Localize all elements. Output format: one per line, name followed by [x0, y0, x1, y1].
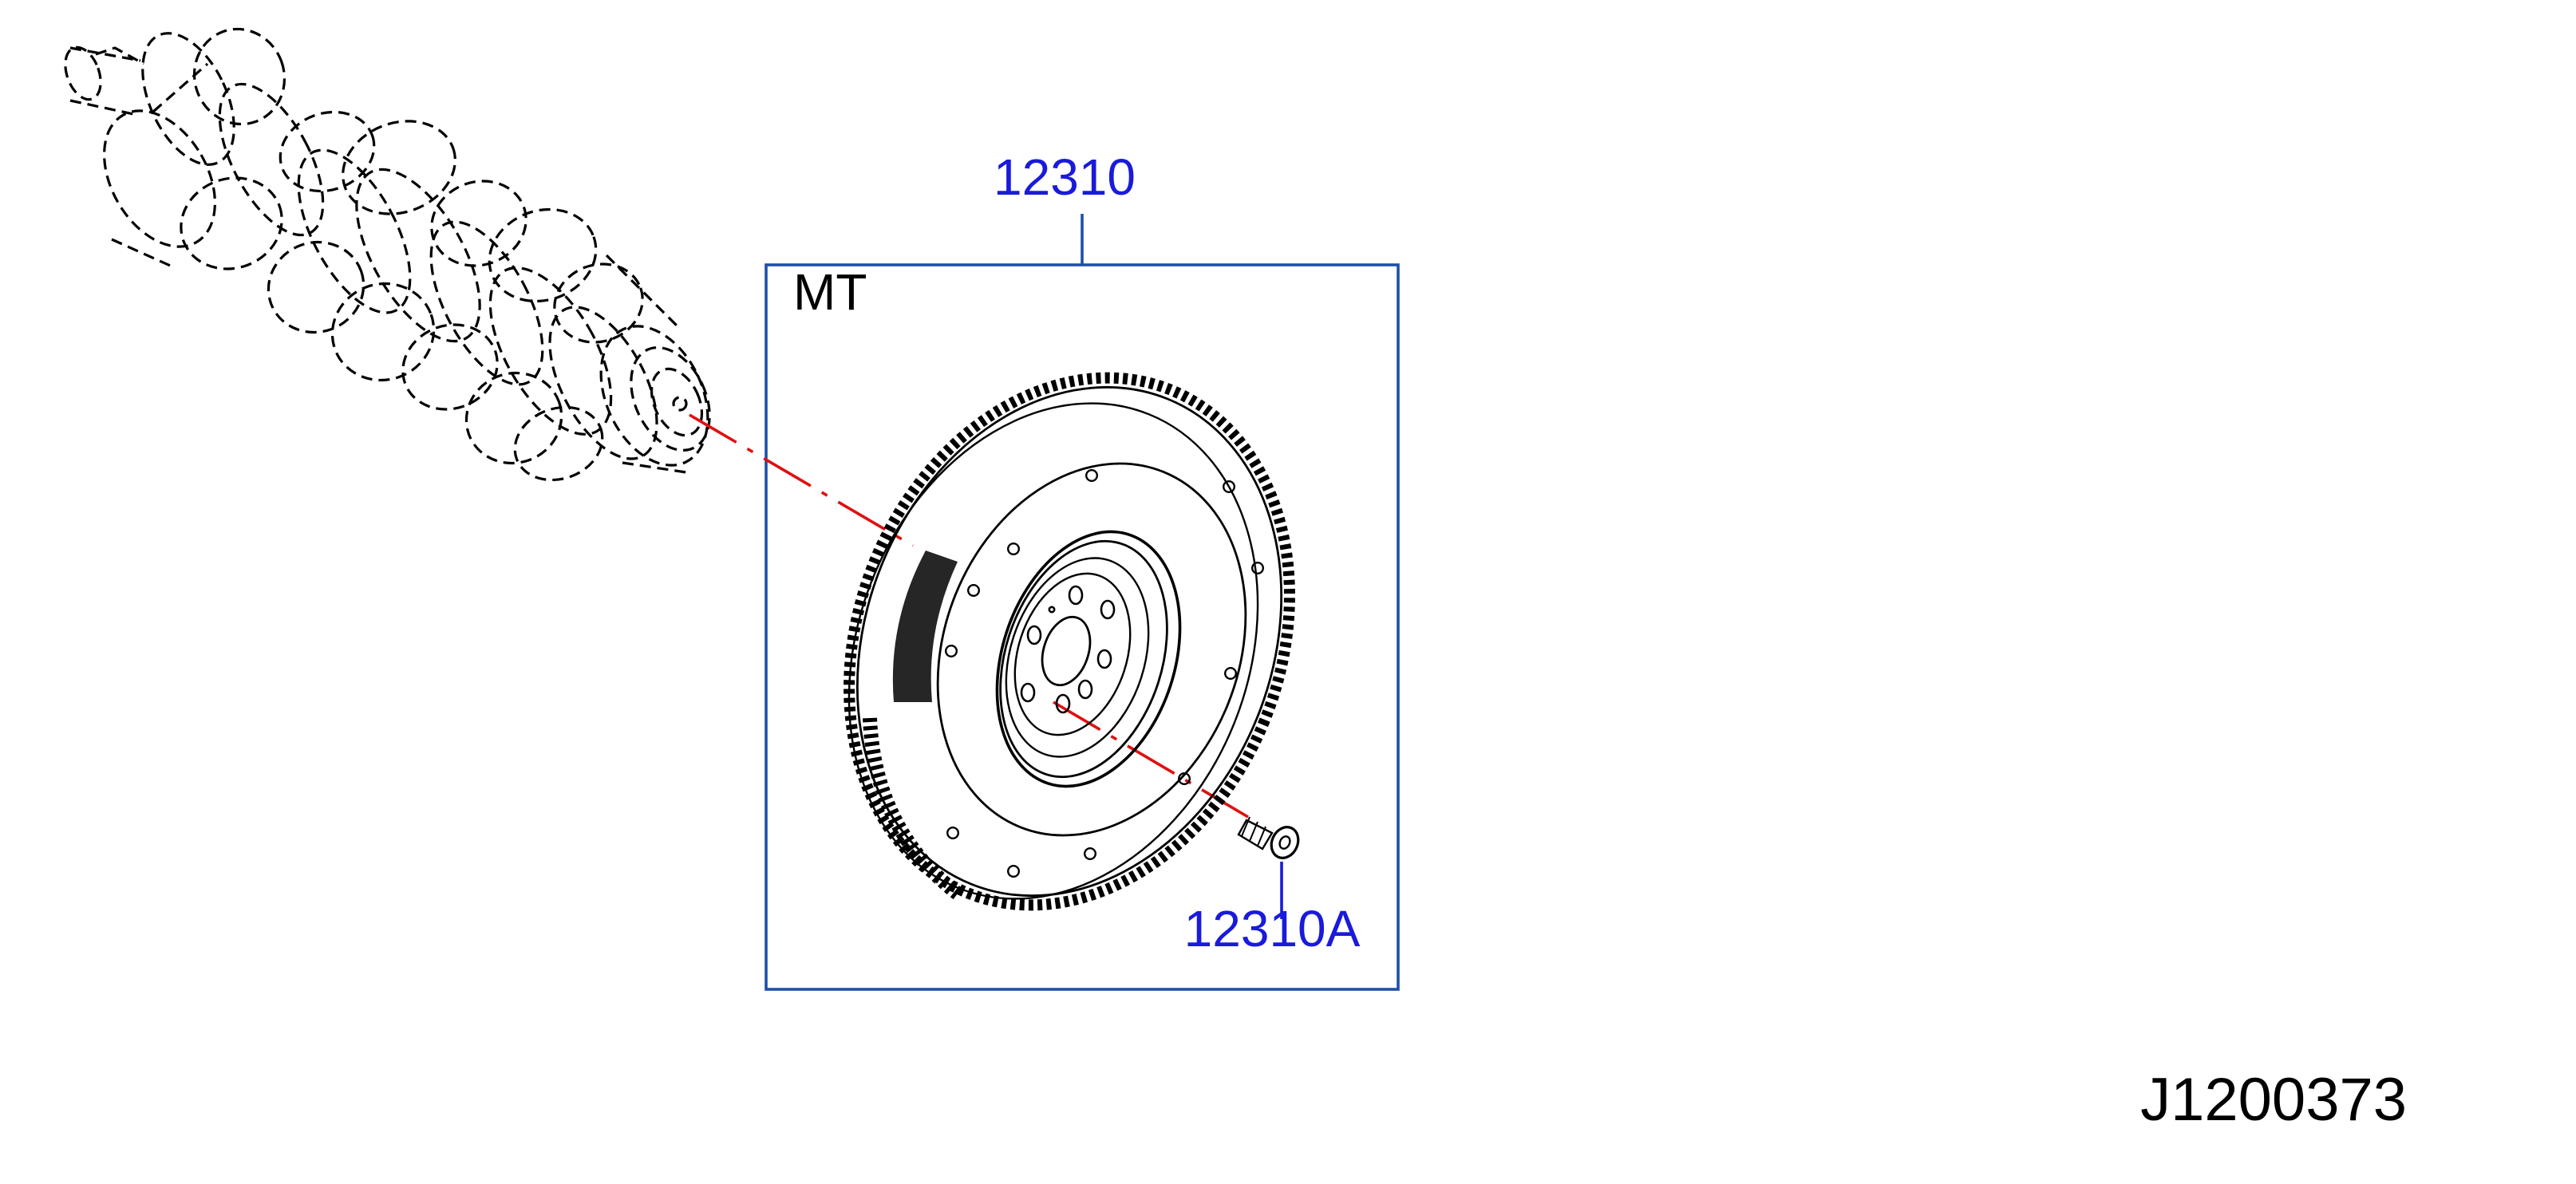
bolt-illustration-icon	[1237, 816, 1300, 919]
group-label-mt: MT	[793, 263, 867, 321]
assembly-centerline	[689, 413, 1249, 819]
callout-part-12310[interactable]: 12310	[994, 148, 1136, 206]
flywheel-illustration-icon	[844, 372, 1295, 911]
diagram-reference-number: J1200373	[2140, 1066, 2407, 1134]
crankshaft-illustration-icon	[64, 27, 711, 482]
callout-part-12310a[interactable]: 12310A	[1184, 900, 1361, 957]
mt-group-frame	[765, 214, 1400, 991]
